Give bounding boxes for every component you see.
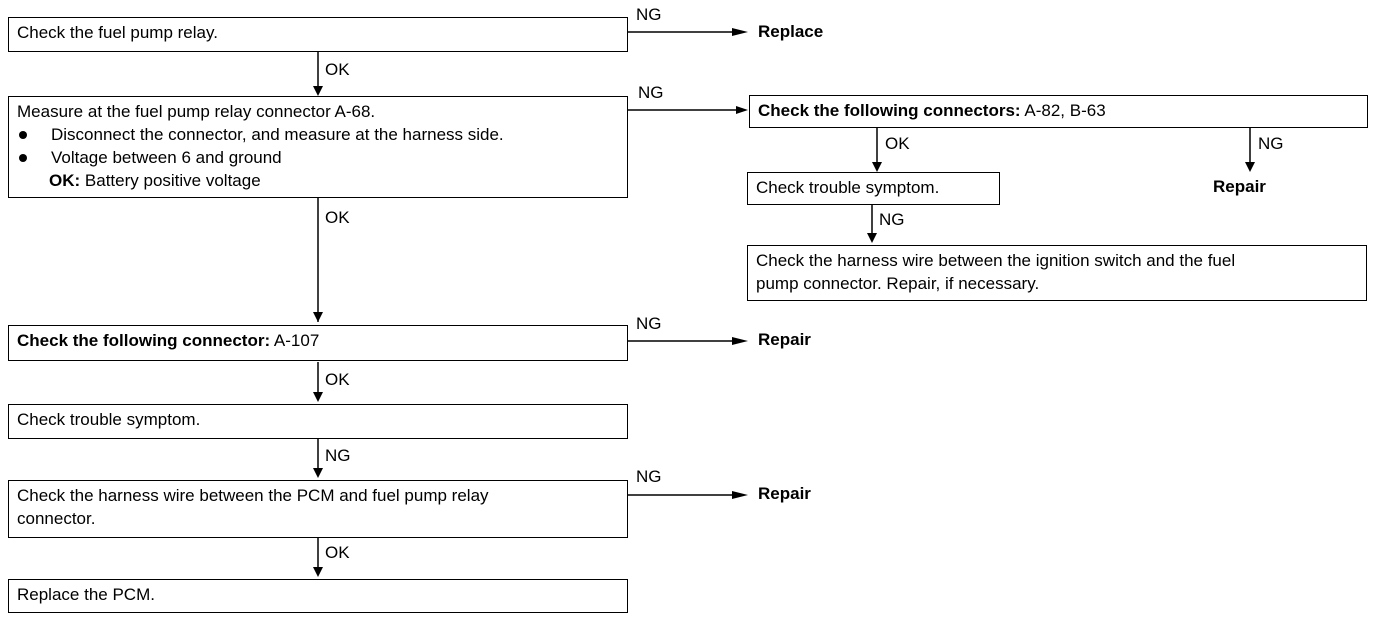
bullet-icon [19,131,27,139]
bullet-item: Disconnect the connector, and measure at… [17,123,619,146]
step-check-connectors-a82-b63: Check the following connectors: A-82, B-… [749,95,1368,128]
step-text: Check the harness wire between the ignit… [756,251,1236,270]
ng-label: NG [636,467,662,486]
ng-label: NG [325,446,351,465]
step-text: connector. [17,509,96,528]
step-text: A-82, B-63 [1024,101,1106,120]
step-text: Check trouble symptom. [756,178,940,197]
ng-label: NG [638,83,664,102]
result-repair: Repair [1213,177,1266,196]
bullet-icon [19,154,27,162]
ok-criteria-value: Battery positive voltage [84,171,261,190]
ok-criteria-label: OK: [49,171,81,190]
ng-label: NG [636,314,662,333]
result-replace: Replace [758,22,824,41]
bullet-item: Voltage between 6 and ground [17,146,619,169]
step-check-harness-pcm: Check the harness wire between the PCM a… [8,480,628,538]
ok-criteria: OK: Battery positive voltage [17,169,619,192]
step-check-connector-a107: Check the following connector: A-107 [8,325,628,361]
result-repair: Repair [758,330,811,349]
bullet-text: Voltage between 6 and ground [51,148,282,167]
bullet-text: Disconnect the connector, and measure at… [51,125,504,144]
ng-label: NG [1258,134,1284,153]
step-text-bold: Check the following connectors: [758,101,1021,120]
ok-label: OK [325,370,350,389]
step-text: Check the fuel pump relay. [17,23,218,42]
step-text: pump connector. Repair, if necessary. [756,274,1040,293]
ok-label: OK [325,60,350,79]
ok-label: OK [885,134,910,153]
step-text: Measure at the fuel pump relay connector… [17,102,376,121]
step-text: A-107 [273,331,320,350]
step-replace-pcm: Replace the PCM. [8,579,628,613]
step-text: Replace the PCM. [17,585,155,604]
step-check-fuel-pump-relay: Check the fuel pump relay. [8,17,628,52]
result-repair: Repair [758,484,811,503]
ok-label: OK [325,543,350,562]
step-check-harness-ignition: Check the harness wire between the ignit… [747,245,1367,301]
step-text: Check trouble symptom. [17,410,201,429]
step-text: Check the harness wire between the PCM a… [17,486,489,505]
step-check-trouble-symptom: Check trouble symptom. [8,404,628,439]
ng-label: NG [636,5,662,24]
step-check-trouble-symptom-right: Check trouble symptom. [747,172,1000,205]
ok-label: OK [325,208,350,227]
step-text-bold: Check the following connector: [17,331,271,350]
ng-label: NG [879,210,905,229]
step-measure-relay-connector: Measure at the fuel pump relay connector… [8,96,628,198]
